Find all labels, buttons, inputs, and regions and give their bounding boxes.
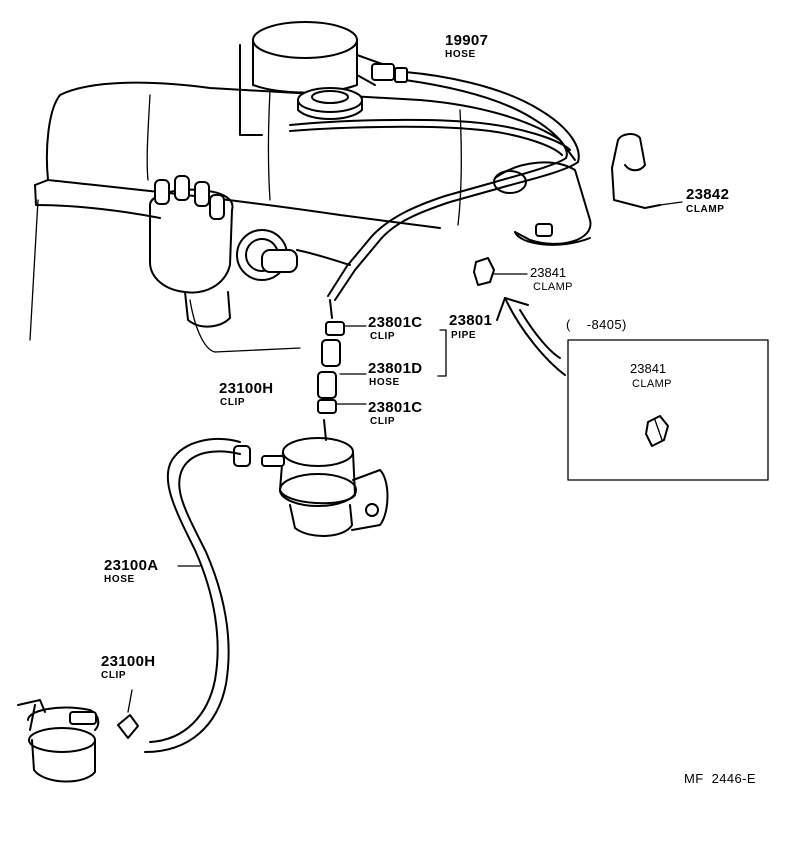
- label-23100a-name: HOSE: [104, 574, 135, 585]
- label-23801c-lower-number: 23801C: [368, 399, 423, 416]
- label-23100a-number: 23100A: [104, 557, 159, 574]
- intake-manifold: [493, 161, 592, 246]
- label-23801d-number: 23801D: [368, 360, 423, 377]
- label-19907-name: HOSE: [445, 49, 476, 60]
- label-23100h-lower-name: CLIP: [101, 670, 127, 681]
- label-23842-name: CLAMP: [686, 204, 725, 215]
- diagram-code: MF 2446-E: [684, 771, 756, 786]
- inset-box: [567, 339, 769, 481]
- engine-block: [29, 81, 576, 353]
- inset-23841-number: 23841: [630, 361, 667, 376]
- inset-date-range: ( -8405): [566, 317, 627, 332]
- clamp-23842-bracket: [611, 133, 683, 209]
- label-23842-number: 23842: [686, 186, 730, 203]
- label-23841-name: CLAMP: [533, 281, 573, 293]
- label-19907-number: 19907: [445, 32, 489, 49]
- return-hose-19907: [289, 63, 580, 319]
- label-23801-number: 23801: [449, 312, 493, 329]
- clamp-23841: [473, 257, 528, 286]
- inset-pointer-arrow: [496, 297, 566, 376]
- fuel-filter: [17, 689, 139, 783]
- oil-filler-cap: [297, 87, 363, 120]
- label-23841-number: 23841: [530, 265, 567, 280]
- label-23100h-upper-number: 23100H: [219, 380, 274, 397]
- distributor: [149, 175, 351, 328]
- label-23801c-lower-name: CLIP: [370, 416, 396, 427]
- inset-23841-name: CLAMP: [632, 378, 672, 390]
- hose-23100a: [144, 438, 241, 753]
- label-23801-name: PIPE: [451, 330, 477, 341]
- label-23100h-lower-number: 23100H: [101, 653, 156, 670]
- label-23801c-upper-name: CLIP: [370, 331, 396, 342]
- label-23801d-name: HOSE: [369, 377, 400, 388]
- fuel-pump: [233, 419, 389, 537]
- label-23100h-upper-name: CLIP: [220, 397, 246, 408]
- fuel-pipe-joint: [317, 321, 447, 414]
- label-23801c-upper-number: 23801C: [368, 314, 423, 331]
